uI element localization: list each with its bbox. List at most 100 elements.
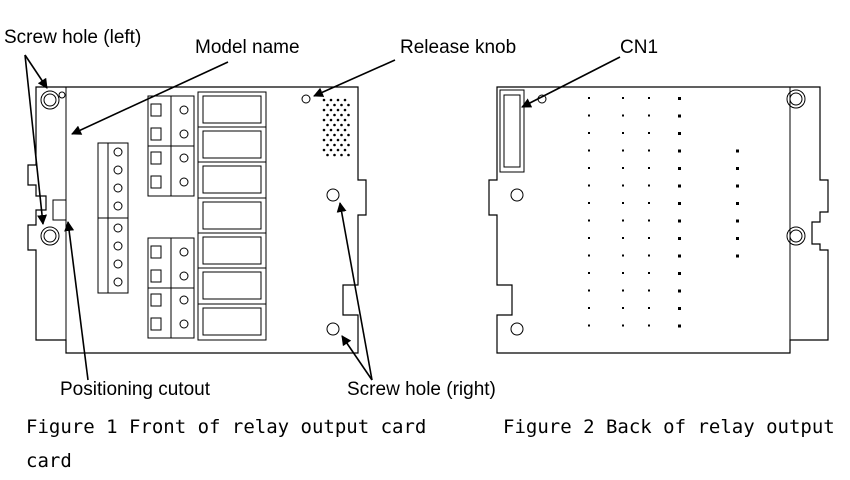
solder-pad [588, 114, 590, 117]
connector-pin [329, 108, 333, 112]
solder-pad [648, 237, 650, 239]
connector-pin [340, 153, 343, 157]
connector-pin [326, 113, 329, 117]
solder-pad [678, 202, 681, 205]
solder-pad [736, 167, 739, 170]
arrow-release-knob [313, 59, 396, 97]
connector-pin [336, 108, 340, 112]
solder-pad [622, 132, 624, 134]
connector-pin [322, 98, 326, 102]
solder-pad [736, 202, 739, 205]
solder-pad [648, 324, 650, 327]
arrow-model-name [71, 61, 229, 135]
connector-pin [326, 103, 329, 107]
connector-pin [343, 128, 347, 132]
front-board [27, 86, 367, 354]
solder-pad [678, 97, 681, 100]
arrow-screw-left-bottom [24, 54, 48, 225]
front-positioning-cutout [52, 199, 67, 221]
solder-pad [678, 149, 681, 153]
solder-pad [678, 254, 681, 258]
connector-pin [343, 98, 347, 102]
back-cn1-connector [499, 89, 525, 173]
solder-pad [588, 324, 590, 327]
solder-pad [648, 114, 650, 117]
solder-pad [648, 149, 650, 152]
solder-pad [648, 307, 650, 309]
connector-pin [340, 123, 343, 127]
connector-pin [343, 108, 347, 112]
solder-pad [736, 219, 739, 223]
back-solder-pads [588, 97, 739, 328]
back-board-outline [488, 86, 829, 354]
caption-figure-2: Figure 2 Back of relay output [503, 416, 835, 438]
arrow-positioning-cutout [64, 221, 89, 381]
back-screw-hole-right-top [789, 92, 803, 106]
connector-pin [322, 118, 326, 122]
solder-pad [678, 289, 681, 293]
connector-pin [343, 138, 347, 142]
connector-pin [322, 128, 326, 132]
connector-pin [333, 103, 336, 107]
connector-pin [347, 123, 350, 127]
solder-pad [648, 132, 650, 134]
solder-pad [622, 167, 624, 169]
solder-pad [588, 307, 590, 309]
solder-pad [622, 289, 624, 292]
solder-pad [588, 184, 590, 187]
solder-pad [588, 289, 590, 292]
front-screw-hole-right-top [326, 188, 340, 202]
connector-pin [333, 133, 336, 137]
connector-pin [347, 153, 350, 157]
connector-pin [322, 108, 326, 112]
connector-pin [343, 118, 347, 122]
solder-pad [648, 97, 650, 99]
solder-pad [648, 167, 650, 169]
solder-pad [648, 202, 650, 204]
solder-pad [588, 149, 590, 152]
connector-pin [340, 113, 343, 117]
connector-pin [336, 138, 340, 142]
connector-pin [336, 118, 340, 122]
arrow-screw-right-bottom [341, 335, 373, 381]
arrow-cn1 [521, 56, 621, 108]
solder-pad [622, 149, 624, 152]
connector-pin [329, 138, 333, 142]
connector-pin [329, 98, 333, 102]
front-relays [197, 91, 267, 341]
caption-figure-1: Figure 1 Front of relay output card [26, 416, 427, 438]
solder-pad [622, 272, 624, 274]
solder-pad [588, 97, 590, 99]
connector-pin [326, 133, 329, 137]
solder-pad [622, 184, 624, 187]
back-screw-hole-right-bottom [789, 229, 803, 243]
solder-pad [588, 167, 590, 169]
solder-pad [588, 219, 590, 222]
solder-pad [622, 237, 624, 239]
solder-pad [678, 237, 681, 240]
connector-pin [333, 153, 336, 157]
front-board-outline [27, 86, 367, 354]
connector-pin [326, 143, 329, 147]
connector-pin [326, 153, 329, 157]
back-board [488, 86, 829, 354]
solder-pad [678, 307, 681, 310]
solder-pad [678, 184, 681, 188]
front-terminal-block-upper [147, 95, 195, 197]
solder-pad [678, 132, 681, 135]
solder-pad [588, 237, 590, 239]
connector-pin [343, 148, 347, 152]
connector-pin [322, 138, 326, 142]
solder-pad [588, 202, 590, 204]
connector-pin [326, 123, 329, 127]
solder-pad [678, 114, 681, 118]
connector-pin [336, 148, 340, 152]
connector-pin [347, 113, 350, 117]
connector-pin [329, 128, 333, 132]
solder-pad [622, 307, 624, 309]
solder-pad [736, 237, 739, 240]
solder-pad [648, 254, 650, 257]
front-screw-hole-left-bottom [43, 229, 57, 243]
